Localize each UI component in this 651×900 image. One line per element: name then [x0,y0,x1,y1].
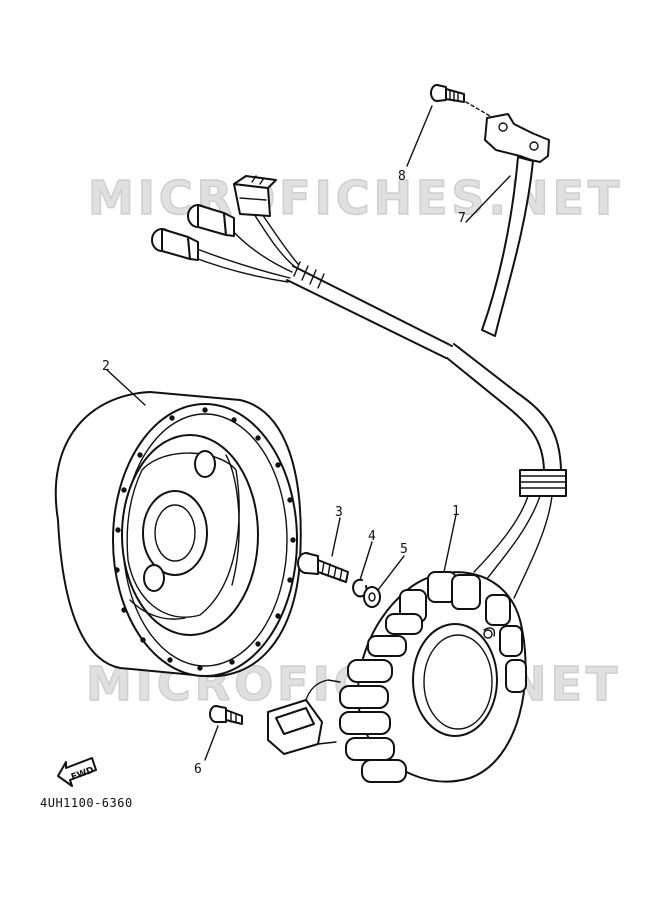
callout-4: 4 [368,529,376,544]
clamp-bolt-dash [465,101,491,117]
leader-2 [106,369,146,406]
watermark-top: MICROFICHES.NET [88,171,623,225]
bolt-part [297,552,349,583]
pickup-coil-part [267,679,341,755]
stator-part [339,571,527,783]
callout-7: 7 [458,211,466,226]
callout-6: 6 [194,762,202,777]
leader-8 [406,105,433,167]
diagram-code: 4UH1100-6360 [40,796,133,810]
clamp-part [481,113,550,337]
connector-top [233,175,277,217]
leader-6 [204,725,219,761]
leader-3 [331,517,341,557]
connector-lower [151,228,199,261]
clamp-bolt-part [430,84,465,103]
leader-4 [359,541,373,581]
washer-part [363,586,381,608]
callout-1: 1 [452,504,460,519]
callout-3: 3 [335,505,343,520]
connector-middle [187,204,235,237]
leader-7 [465,175,511,223]
rotor-part [54,391,302,678]
wire-harness [189,203,567,599]
pickup-bolt-part [209,705,243,725]
leader-5 [377,555,405,591]
fwd-arrow-icon: FWD [57,757,97,787]
callout-5: 5 [400,542,408,557]
leader-1 [443,514,457,573]
callout-2: 2 [102,359,110,374]
callout-8: 8 [398,169,406,184]
